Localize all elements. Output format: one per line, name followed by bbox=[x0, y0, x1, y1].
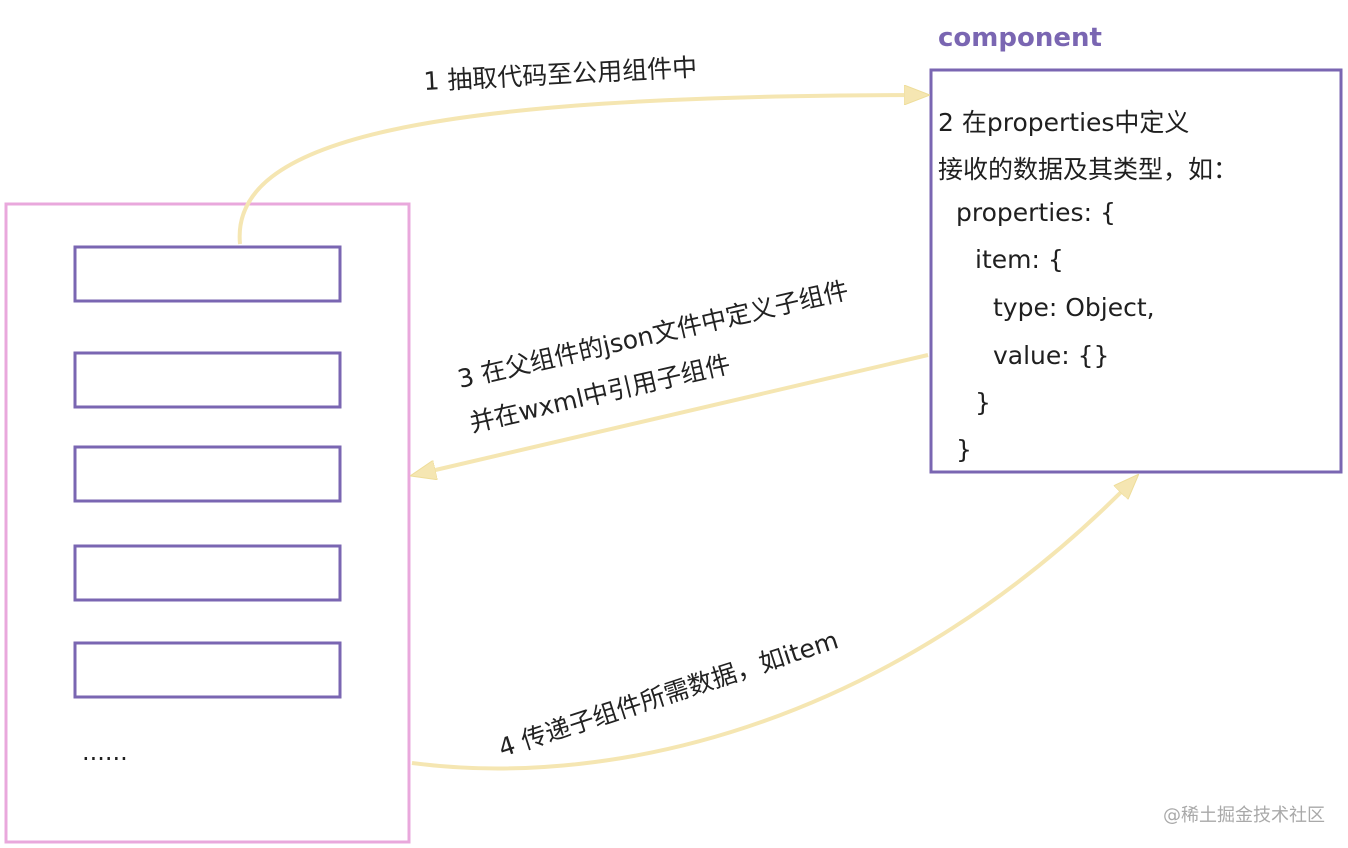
component-title: component bbox=[938, 23, 1102, 53]
arrow-register-in-parent bbox=[414, 353, 929, 475]
component-line-2: 接收的数据及其类型，如： bbox=[938, 155, 1238, 184]
component-line-8: } bbox=[956, 435, 972, 464]
step-4-label: 4 传递子组件所需数据，如item bbox=[495, 625, 842, 762]
component-line-6: value: {} bbox=[993, 341, 1109, 370]
component-line-7: } bbox=[975, 388, 991, 417]
component-line-4: item: { bbox=[975, 245, 1064, 274]
list-ellipsis: ...... bbox=[82, 738, 128, 766]
component-line-1: 2 在properties中定义 bbox=[938, 108, 1189, 137]
component-box bbox=[929, 68, 1343, 474]
list-item-box bbox=[73, 445, 342, 503]
component-line-5: type: Object, bbox=[993, 293, 1155, 322]
list-item-box bbox=[73, 641, 342, 699]
list-item-box bbox=[73, 245, 342, 303]
arrow-pass-data bbox=[411, 477, 1136, 771]
parent-page-container bbox=[4, 202, 411, 844]
list-item-box bbox=[73, 544, 342, 602]
watermark-text: @稀土掘金技术社区 bbox=[1163, 805, 1325, 826]
step-1-label: 1 抽取代码至公用组件中 bbox=[423, 53, 698, 96]
component-line-3: properties: { bbox=[956, 198, 1116, 227]
arrow-extract-to-component bbox=[237, 95, 926, 245]
list-item-box bbox=[73, 351, 342, 409]
